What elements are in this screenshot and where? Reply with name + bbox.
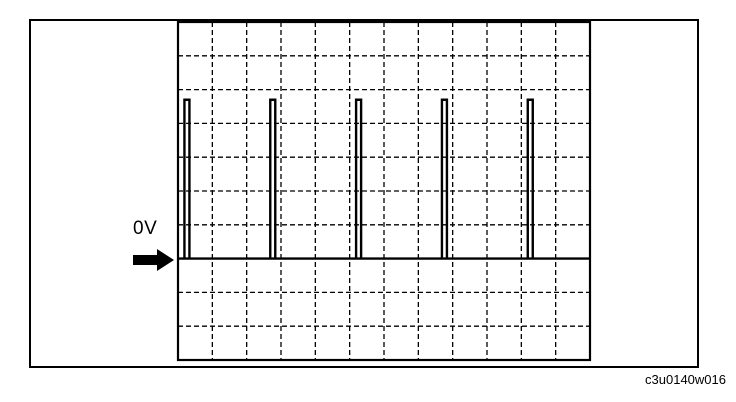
arrow-right-icon — [133, 249, 174, 271]
waveform-pulse — [269, 98, 277, 259]
waveform-pulse — [526, 98, 534, 259]
figure-code: c3u0140w016 — [645, 372, 726, 387]
zero-volt-label: 0V — [133, 218, 158, 239]
scope-screen-border — [176, 20, 592, 362]
waveform-pulse — [440, 98, 449, 259]
waveform-pulse — [183, 98, 191, 259]
diagram-frame — [29, 19, 699, 368]
waveform-trace — [178, 98, 590, 260]
waveform-pulse — [354, 98, 363, 259]
